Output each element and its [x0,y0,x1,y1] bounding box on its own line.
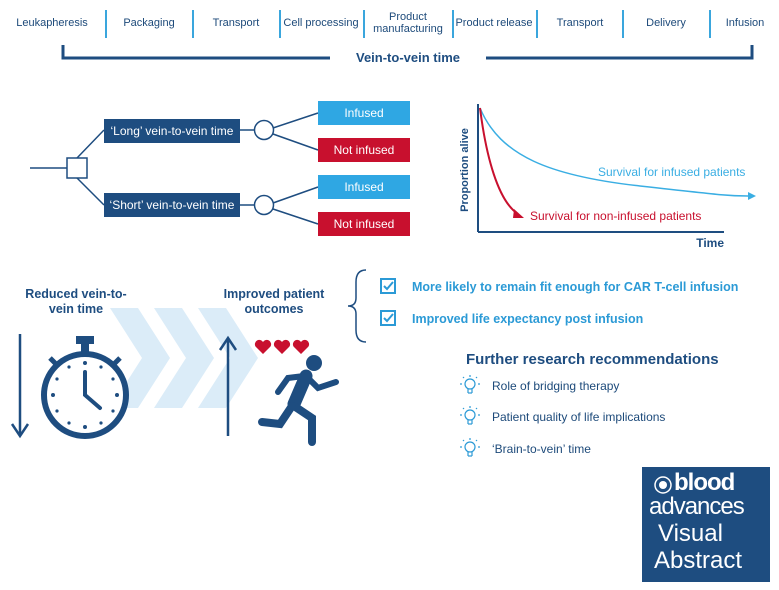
chevron-2 [154,308,214,408]
step-divider [192,10,194,38]
step-transport-2: Transport [556,17,604,29]
chart-xlabel: Time [696,236,724,250]
long-infused-box: Infused [318,101,410,125]
step-transport: Transport [212,17,260,29]
chart-ylabel: Proportion alive [459,128,471,212]
short-not-infused-box: Not infused [318,212,410,236]
vein-to-vein-bracket [61,45,754,60]
lightbulb-icon [460,406,480,425]
short-vein-to-vein-box: ‘Short’ vein-to-vein time [104,193,240,217]
step-divider [622,10,624,38]
infused-curve-arrowhead [748,192,756,200]
up-arrow-icon [218,335,238,436]
step-packaging: Packaging [123,17,175,29]
step-product-manufacturing: Product manufacturing [373,11,443,35]
recommendation-item-1: Role of bridging therapy [492,379,620,393]
survival-chart: Proportion alive Time Survival for infus… [459,104,756,250]
logo-line-abstract: Abstract [654,547,743,574]
improved-outcomes-label: Improved patient outcomes [223,287,325,316]
step-divider [105,10,107,38]
check-icon [383,281,394,291]
outcome-checkbox-1 [380,278,396,294]
lightbulb-icon [460,438,480,457]
step-divider [363,10,365,38]
infused-survival-curve [479,107,749,197]
non-infused-survival-label: Survival for non-infused patients [530,209,701,223]
lightbulb-icon [460,375,480,394]
recommendation-item-2: Patient quality of life implications [492,410,666,424]
recommendations-title: Further research recommendations [466,351,719,368]
blood-advances-logo: blood advances Visual Abstract [642,467,770,582]
chance-node-short [253,194,275,216]
decision-tree-lines [30,112,319,225]
step-product-release: Product release [455,17,533,29]
step-divider [536,10,538,38]
step-divider [709,10,711,38]
step-delivery: Delivery [646,17,686,29]
logo-line-visual: Visual [658,520,723,547]
stopwatch-icon [41,336,129,439]
long-vein-to-vein-box: ‘Long’ vein-to-vein time [104,119,240,143]
vein-to-vein-label: Vein-to-vein time [355,50,461,65]
step-divider [279,10,281,38]
reduced-vein-to-vein-label: Reduced vein-to-vein time [25,287,127,316]
recommendation-item-3: ‘Brain-to-vein’ time [492,442,591,456]
logo-line-advances: advances [649,493,745,520]
outcome-text-2: Improved life expectancy post infusion [412,312,644,326]
step-divider [452,10,454,38]
chance-node-long [253,119,275,141]
running-person-icon [258,355,339,446]
hearts-icon [254,339,310,354]
logo-line-blood: blood [674,469,735,496]
outcome-checkbox-2 [380,310,396,326]
down-arrow-icon [10,334,30,439]
outcome-text-1: More likely to remain fit enough for CAR… [412,280,739,294]
step-infusion: Infusion [725,17,765,29]
check-icon [383,313,394,323]
short-infused-box: Infused [318,175,410,199]
decision-node-square [66,157,88,179]
step-leukapheresis: Leukapheresis [16,17,88,29]
logo-drop-icon [654,476,672,494]
long-not-infused-box: Not infused [318,138,410,162]
chevron-1 [110,308,170,408]
non-infused-survival-curve [479,107,519,215]
step-cell-processing: Cell processing [283,17,359,29]
infused-survival-label: Survival for infused patients [598,165,745,179]
non-infused-curve-arrowhead [513,209,524,218]
outcomes-brace [347,269,367,343]
